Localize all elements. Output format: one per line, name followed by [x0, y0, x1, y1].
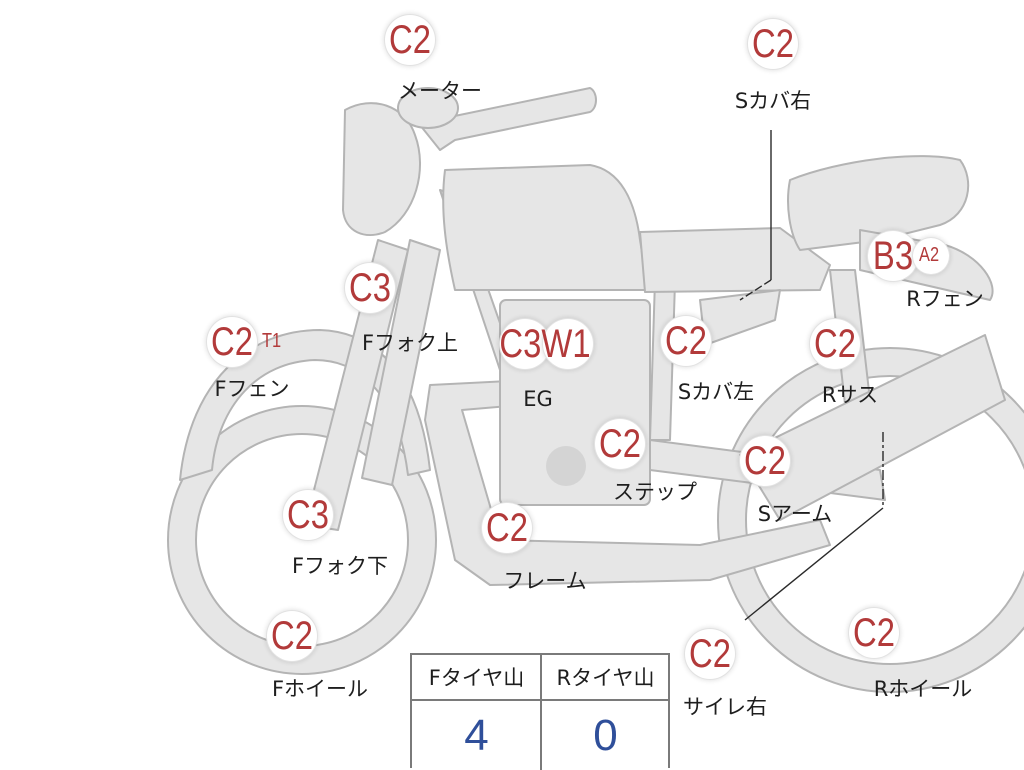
grade-text: C3: [287, 493, 329, 537]
part-marker-f-fender[interactable]: C2 T1 Fフェン: [207, 317, 290, 401]
part-marker-f-wheel[interactable]: C2 Fホイール: [267, 611, 368, 701]
rear-tread-header: Rタイヤ山: [541, 655, 670, 701]
grade-circle: [345, 263, 395, 313]
part-label: Fフォク上: [361, 331, 459, 355]
part-label: サイレ右: [683, 695, 767, 719]
sub-grade-text: A2: [919, 244, 940, 266]
part-marker-f-fork-upper[interactable]: C3 Fフォク上: [345, 263, 458, 355]
part-marker-meter[interactable]: C2 メーター: [385, 15, 482, 103]
headlight-shape: [342, 102, 422, 236]
grade-circle: [207, 317, 257, 367]
grade-text: B3: [872, 234, 914, 278]
grade-text: C2: [853, 611, 895, 655]
part-label: メーター: [398, 79, 482, 103]
part-label: Sカバ右: [734, 89, 812, 113]
front-fork-shape: [304, 239, 409, 531]
grade-text: C2: [814, 322, 856, 366]
grade-circle: [543, 319, 593, 369]
grade-circle: [748, 19, 798, 69]
grade-circle: [849, 608, 899, 658]
part-label: Rホイール: [873, 677, 973, 701]
part-label: Fホイール: [271, 677, 369, 701]
sub-grade-circle: [913, 238, 949, 274]
grade-text: C2: [271, 614, 313, 658]
grade-circle: [283, 490, 333, 540]
tire-tread-table: Fタイヤ山 Rタイヤ山 4 0: [410, 653, 670, 770]
muffler-shape: [739, 334, 1006, 521]
part-label: Sカバ左: [677, 380, 755, 404]
part-marker-s-cover-left[interactable]: C2 Sカバ左: [661, 316, 754, 404]
grade-text: C3W1: [499, 322, 591, 366]
part-marker-f-fork-lower[interactable]: C3 Fフォク下: [283, 490, 388, 578]
seat-shape: [787, 155, 970, 251]
table-divider: [540, 655, 542, 770]
grade-text: C2: [665, 319, 707, 363]
part-label: Rサス: [821, 383, 879, 407]
rear-tread-value: 0: [593, 711, 618, 760]
part-label: EG: [523, 387, 553, 411]
fuel-tank-shape: [442, 164, 649, 291]
grade-circle: [685, 629, 735, 679]
front-tread-value: 4: [464, 711, 489, 760]
grade-circle: [740, 436, 790, 486]
part-label: Fフォク下: [291, 554, 389, 578]
part-marker-engine[interactable]: C3W1 EG: [499, 319, 593, 411]
grade-circle: [868, 231, 918, 281]
sub-grade-text: T1: [262, 330, 282, 352]
part-marker-swing-arm[interactable]: C2 Sアーム: [740, 436, 832, 526]
meter-shape: [397, 87, 459, 129]
grade-circle: [595, 419, 645, 469]
grade-text: C2: [599, 422, 641, 466]
part-marker-r-wheel[interactable]: C2 Rホイール: [849, 608, 972, 701]
grade-text: C2: [486, 506, 528, 550]
grade-circle: [267, 611, 317, 661]
part-marker-r-suspension[interactable]: C2 Rサス: [810, 319, 878, 407]
part-marker-step[interactable]: C2 ステップ: [595, 419, 697, 504]
part-label: Sアーム: [757, 502, 833, 526]
part-label: ステップ: [613, 480, 697, 504]
part-label: フレーム: [503, 569, 587, 593]
part-marker-frame[interactable]: C2 フレーム: [482, 503, 587, 593]
part-marker-s-cover-right[interactable]: C2 Sカバ右: [735, 19, 811, 113]
part-marker-r-fender[interactable]: B3 A2 Rフェン: [868, 231, 984, 311]
part-marker-muffler-right[interactable]: C2 サイレ右: [683, 629, 767, 719]
part-label: Fフェン: [214, 377, 290, 401]
grade-text: C2: [211, 320, 253, 364]
front-tread-header: Fタイヤ山: [412, 655, 541, 701]
grade-circle: [482, 503, 532, 553]
grade-circle: [500, 319, 550, 369]
grade-text: C2: [752, 22, 794, 66]
grade-circle: [661, 316, 711, 366]
part-label: Rフェン: [906, 287, 984, 311]
grade-text: C2: [744, 439, 786, 483]
handlebar-shape: [419, 87, 597, 151]
grade-circle: [385, 15, 435, 65]
grade-text: C3: [349, 266, 391, 310]
grade-circle: [810, 319, 860, 369]
side-cover-shape: [639, 227, 831, 293]
grade-text: C2: [689, 632, 731, 676]
grade-text: C2: [389, 18, 431, 62]
